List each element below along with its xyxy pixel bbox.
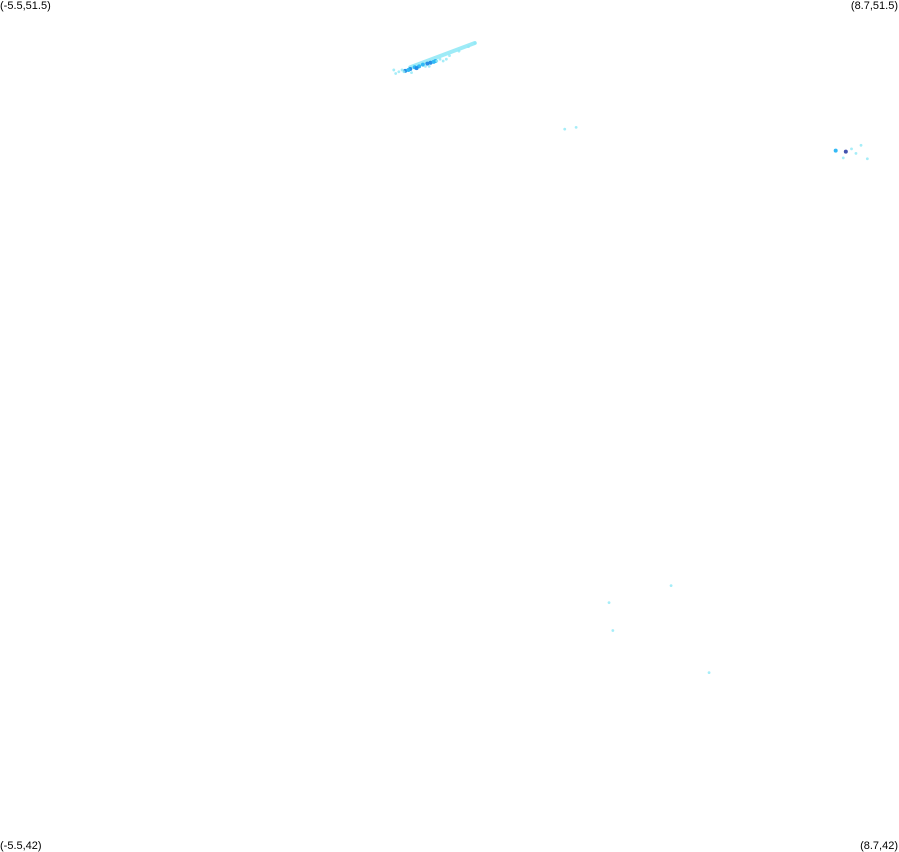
map-point (707, 671, 711, 675)
map-point (394, 72, 398, 75)
map-point (859, 143, 863, 147)
map-point (574, 125, 578, 129)
map-point (607, 601, 611, 605)
map-point (410, 71, 413, 75)
map-point (425, 61, 430, 66)
map-point (392, 68, 396, 72)
map-point (428, 60, 433, 65)
map-point (427, 64, 431, 68)
map-point (441, 59, 445, 63)
corner-label-bottom-right: (8.7,42) (860, 840, 898, 852)
map-point (669, 584, 673, 588)
map-point (448, 54, 451, 58)
map-point (854, 151, 858, 155)
map-point (841, 156, 845, 160)
map-point (865, 157, 869, 161)
map-point (435, 59, 439, 63)
map-point (414, 66, 419, 71)
corner-label-top-left: (-5.5,51.5) (0, 0, 51, 12)
map-point (563, 127, 567, 131)
map-point (406, 67, 411, 72)
map-point (457, 49, 461, 53)
map-point (444, 57, 448, 61)
map-point (850, 147, 853, 151)
corner-label-bottom-left: (-5.5,42) (0, 840, 42, 852)
map-point (420, 62, 425, 67)
corner-label-top-right: (8.7,51.5) (850, 0, 898, 12)
map-point (611, 629, 615, 632)
map-point (438, 57, 442, 61)
map-point (397, 70, 401, 74)
point-streak (408, 41, 477, 70)
map-point (843, 149, 848, 154)
map-point (833, 148, 838, 153)
map-point (467, 45, 470, 49)
map-point (424, 64, 427, 68)
map-point (402, 70, 406, 74)
map-point (400, 68, 404, 72)
map-point (473, 41, 477, 45)
